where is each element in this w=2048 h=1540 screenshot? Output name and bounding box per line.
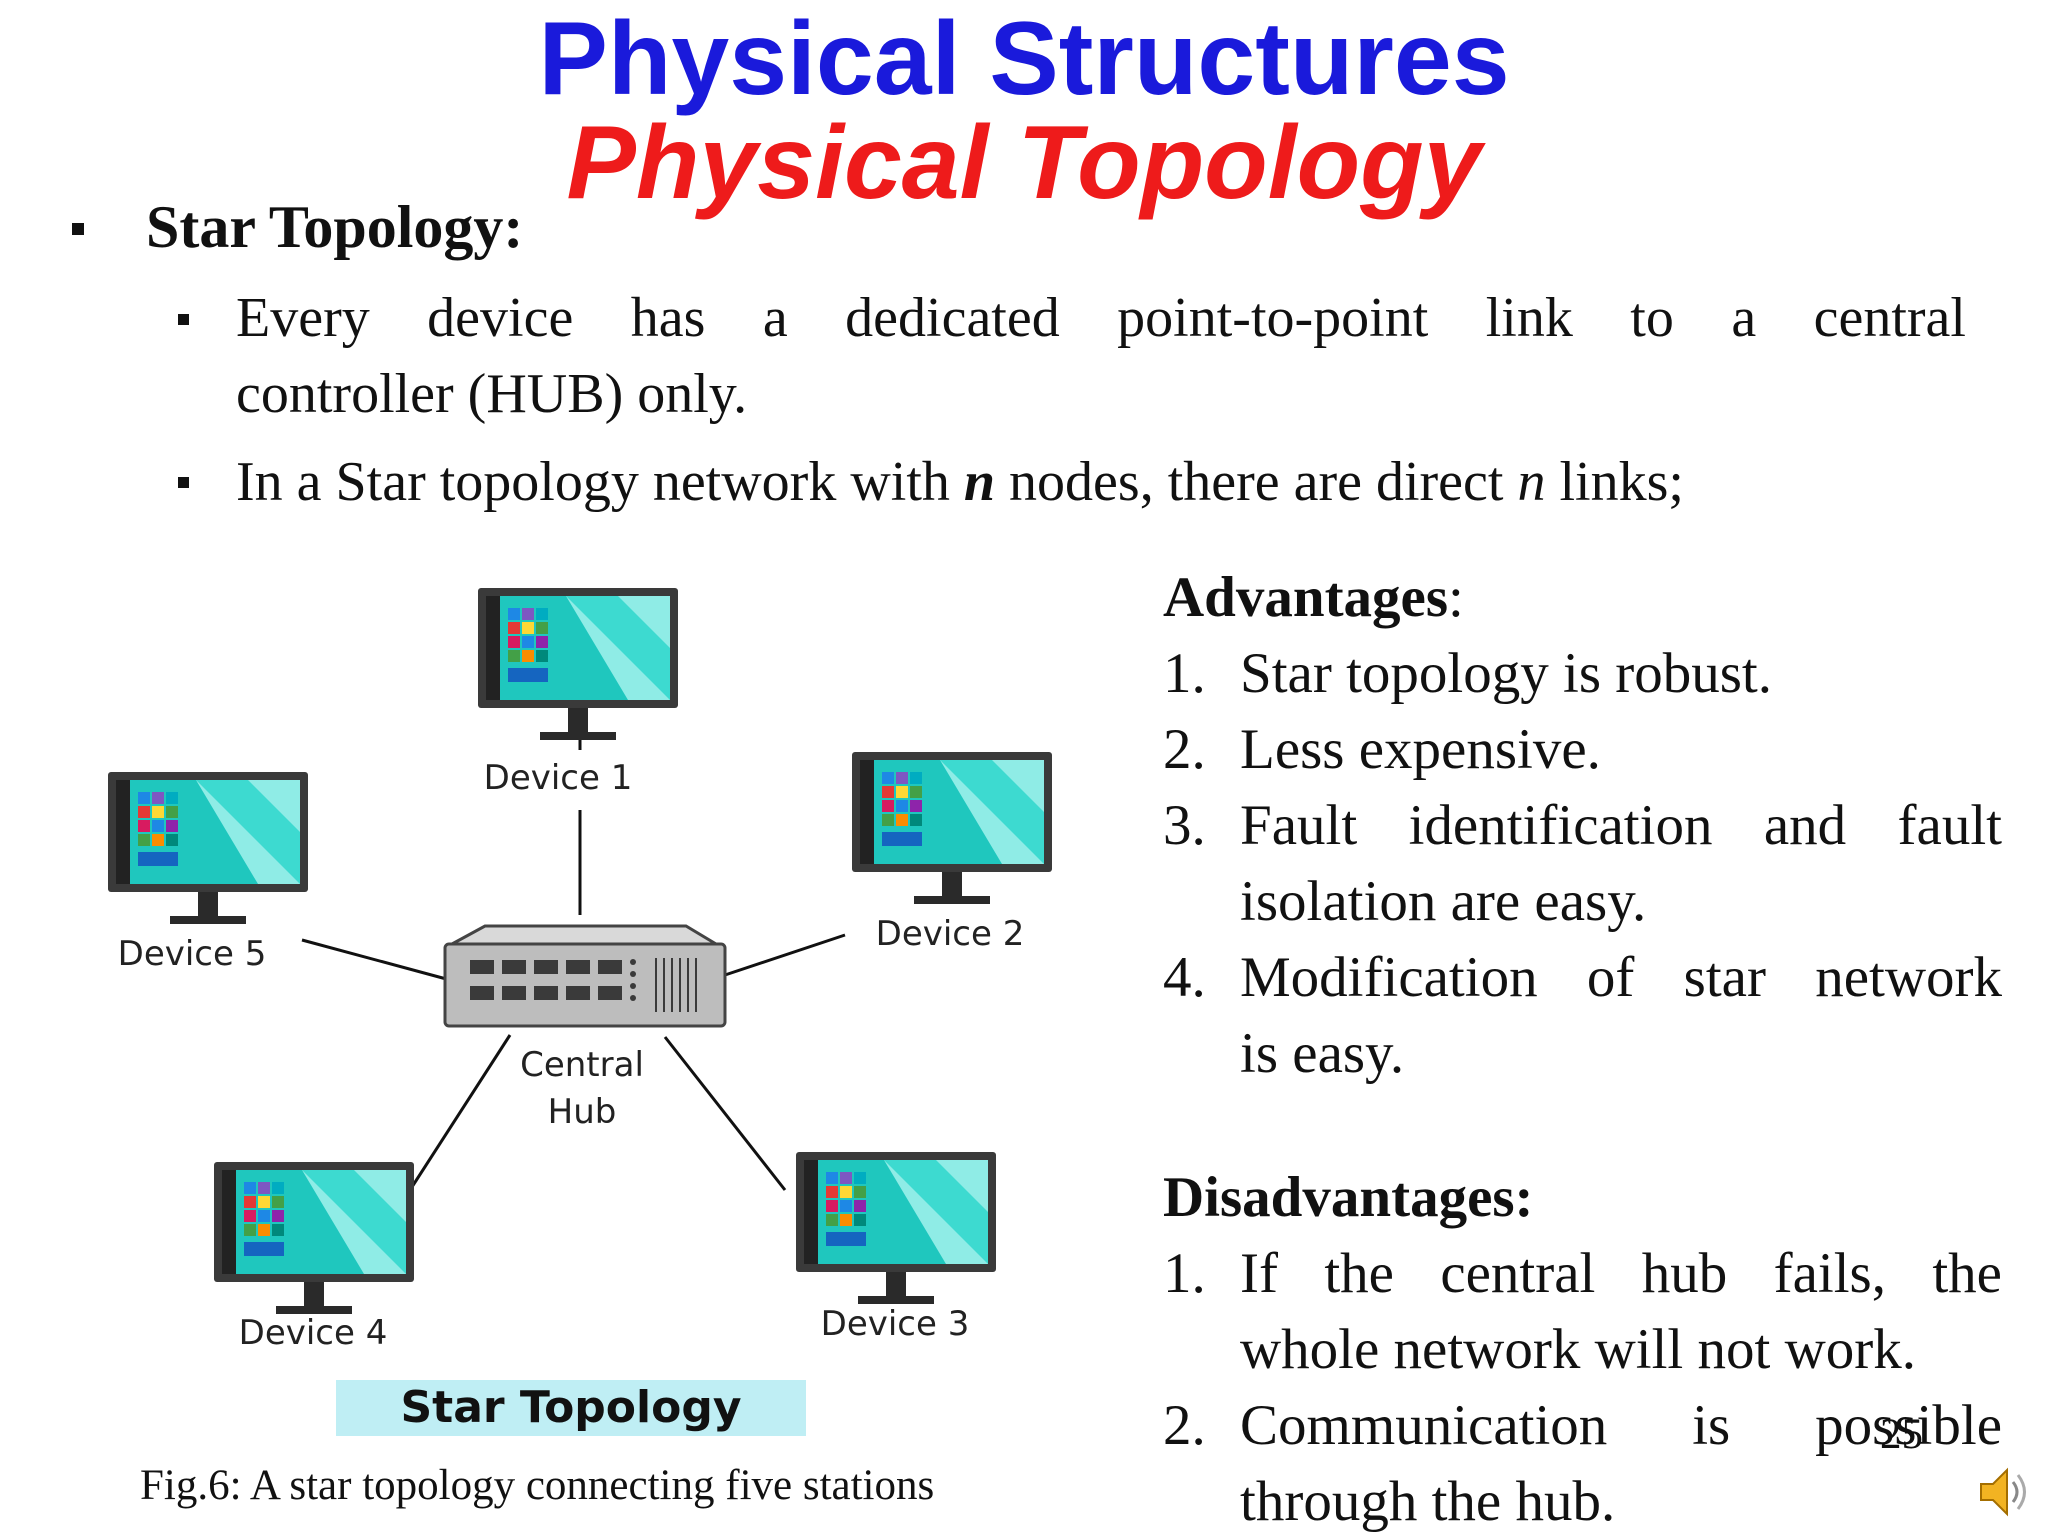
bullet-1-word: a <box>762 287 788 349</box>
bullet-2: In a Star topology network with n nodes,… <box>236 444 1684 520</box>
bullet-2-text-a: In a Star topology network with <box>236 451 964 513</box>
advantages-label: Advantages <box>1163 566 1449 629</box>
n-variable: n <box>1517 451 1546 513</box>
dis-num-2: 2. <box>1163 1394 1206 1457</box>
bullet-1-word: device <box>427 287 574 349</box>
bullet-1-line-2: controller (HUB) only. <box>236 363 748 425</box>
bullet-1-word: to <box>1630 287 1674 349</box>
adv-item-4-line-2: is easy. <box>1240 1022 1405 1085</box>
adv-num-3: 3. <box>1163 794 1206 857</box>
hub-icon <box>443 924 727 1028</box>
adv-item-3-line-1: Fault identification and fault <box>1240 794 2002 857</box>
square-bullet-icon <box>72 223 84 235</box>
bullet-2-text-c: links; <box>1545 451 1684 513</box>
device-5-monitor-icon <box>108 772 308 924</box>
bullet-1-word: link <box>1485 287 1573 349</box>
device-1-monitor-icon <box>478 588 678 740</box>
slide-subtitle: Physical Topology <box>566 105 1482 221</box>
bullet-2-text-b: nodes, there are direct <box>995 451 1518 513</box>
adv-item-1: Star topology is robust. <box>1240 642 1773 705</box>
adv-item-3-line-2: isolation are easy. <box>1240 870 1647 933</box>
device-5-label: Device 5 <box>118 934 267 974</box>
adv-num-4: 4. <box>1163 946 1206 1009</box>
dis-item-1-line-2: whole network will not work. <box>1240 1318 1916 1381</box>
device-1-label: Device 1 <box>484 758 633 798</box>
adv-num-2: 2. <box>1163 718 1206 781</box>
star-topology-diagram: Star Topology Device 1 Device 2 Device 3… <box>108 588 1052 1436</box>
slide-title: Physical Structures <box>538 1 1510 117</box>
page-number: 25 <box>1880 1411 1923 1458</box>
hub-label-line-1: Central <box>520 1045 644 1085</box>
adv-item-4-line-1: Modification of star network <box>1240 946 2002 1009</box>
advantages-colon: : <box>1448 566 1464 629</box>
banner-background <box>336 1380 806 1436</box>
hub-label-line-2: Hub <box>548 1092 617 1132</box>
bullet-1-word: a <box>1731 287 1757 349</box>
adv-num-1: 1. <box>1163 642 1206 705</box>
disadvantages-heading: Disadvantages: <box>1163 1166 1534 1229</box>
device-4-label: Device 4 <box>239 1313 388 1353</box>
bullet-1-word: has <box>630 287 706 349</box>
device-2-label: Device 2 <box>876 914 1025 954</box>
speaker-icon[interactable] <box>1975 1462 2035 1522</box>
bullet-1-word: central <box>1813 287 1966 349</box>
dis-item-2-line-1: Communication is possible <box>1240 1394 2002 1457</box>
square-bullet-icon <box>178 477 189 488</box>
device-2-monitor-icon <box>852 752 1052 904</box>
dis-item-2-line-2: through the hub. <box>1240 1470 1616 1533</box>
bullet-1-word: point-to-point <box>1117 287 1429 349</box>
bullet-1-word: dedicated <box>845 287 1060 349</box>
square-bullet-icon <box>178 314 189 325</box>
bullet-1-word: Every <box>236 287 370 349</box>
dis-num-1: 1. <box>1163 1242 1206 1305</box>
adv-item-2: Less expensive. <box>1240 718 1601 781</box>
advantages-heading: Advantages: <box>1163 560 1464 636</box>
device-3-label: Device 3 <box>821 1304 970 1344</box>
n-variable: n <box>963 451 996 513</box>
dis-item-1-line-1: If the central hub fails, the <box>1240 1242 2002 1305</box>
device-3-monitor-icon <box>796 1152 996 1304</box>
figure-caption: Fig.6: A star topology connecting five s… <box>140 1462 935 1509</box>
device-4-monitor-icon <box>214 1162 414 1314</box>
banner-title: Star Topology <box>400 1382 741 1433</box>
section-heading: Star Topology: <box>146 194 524 260</box>
